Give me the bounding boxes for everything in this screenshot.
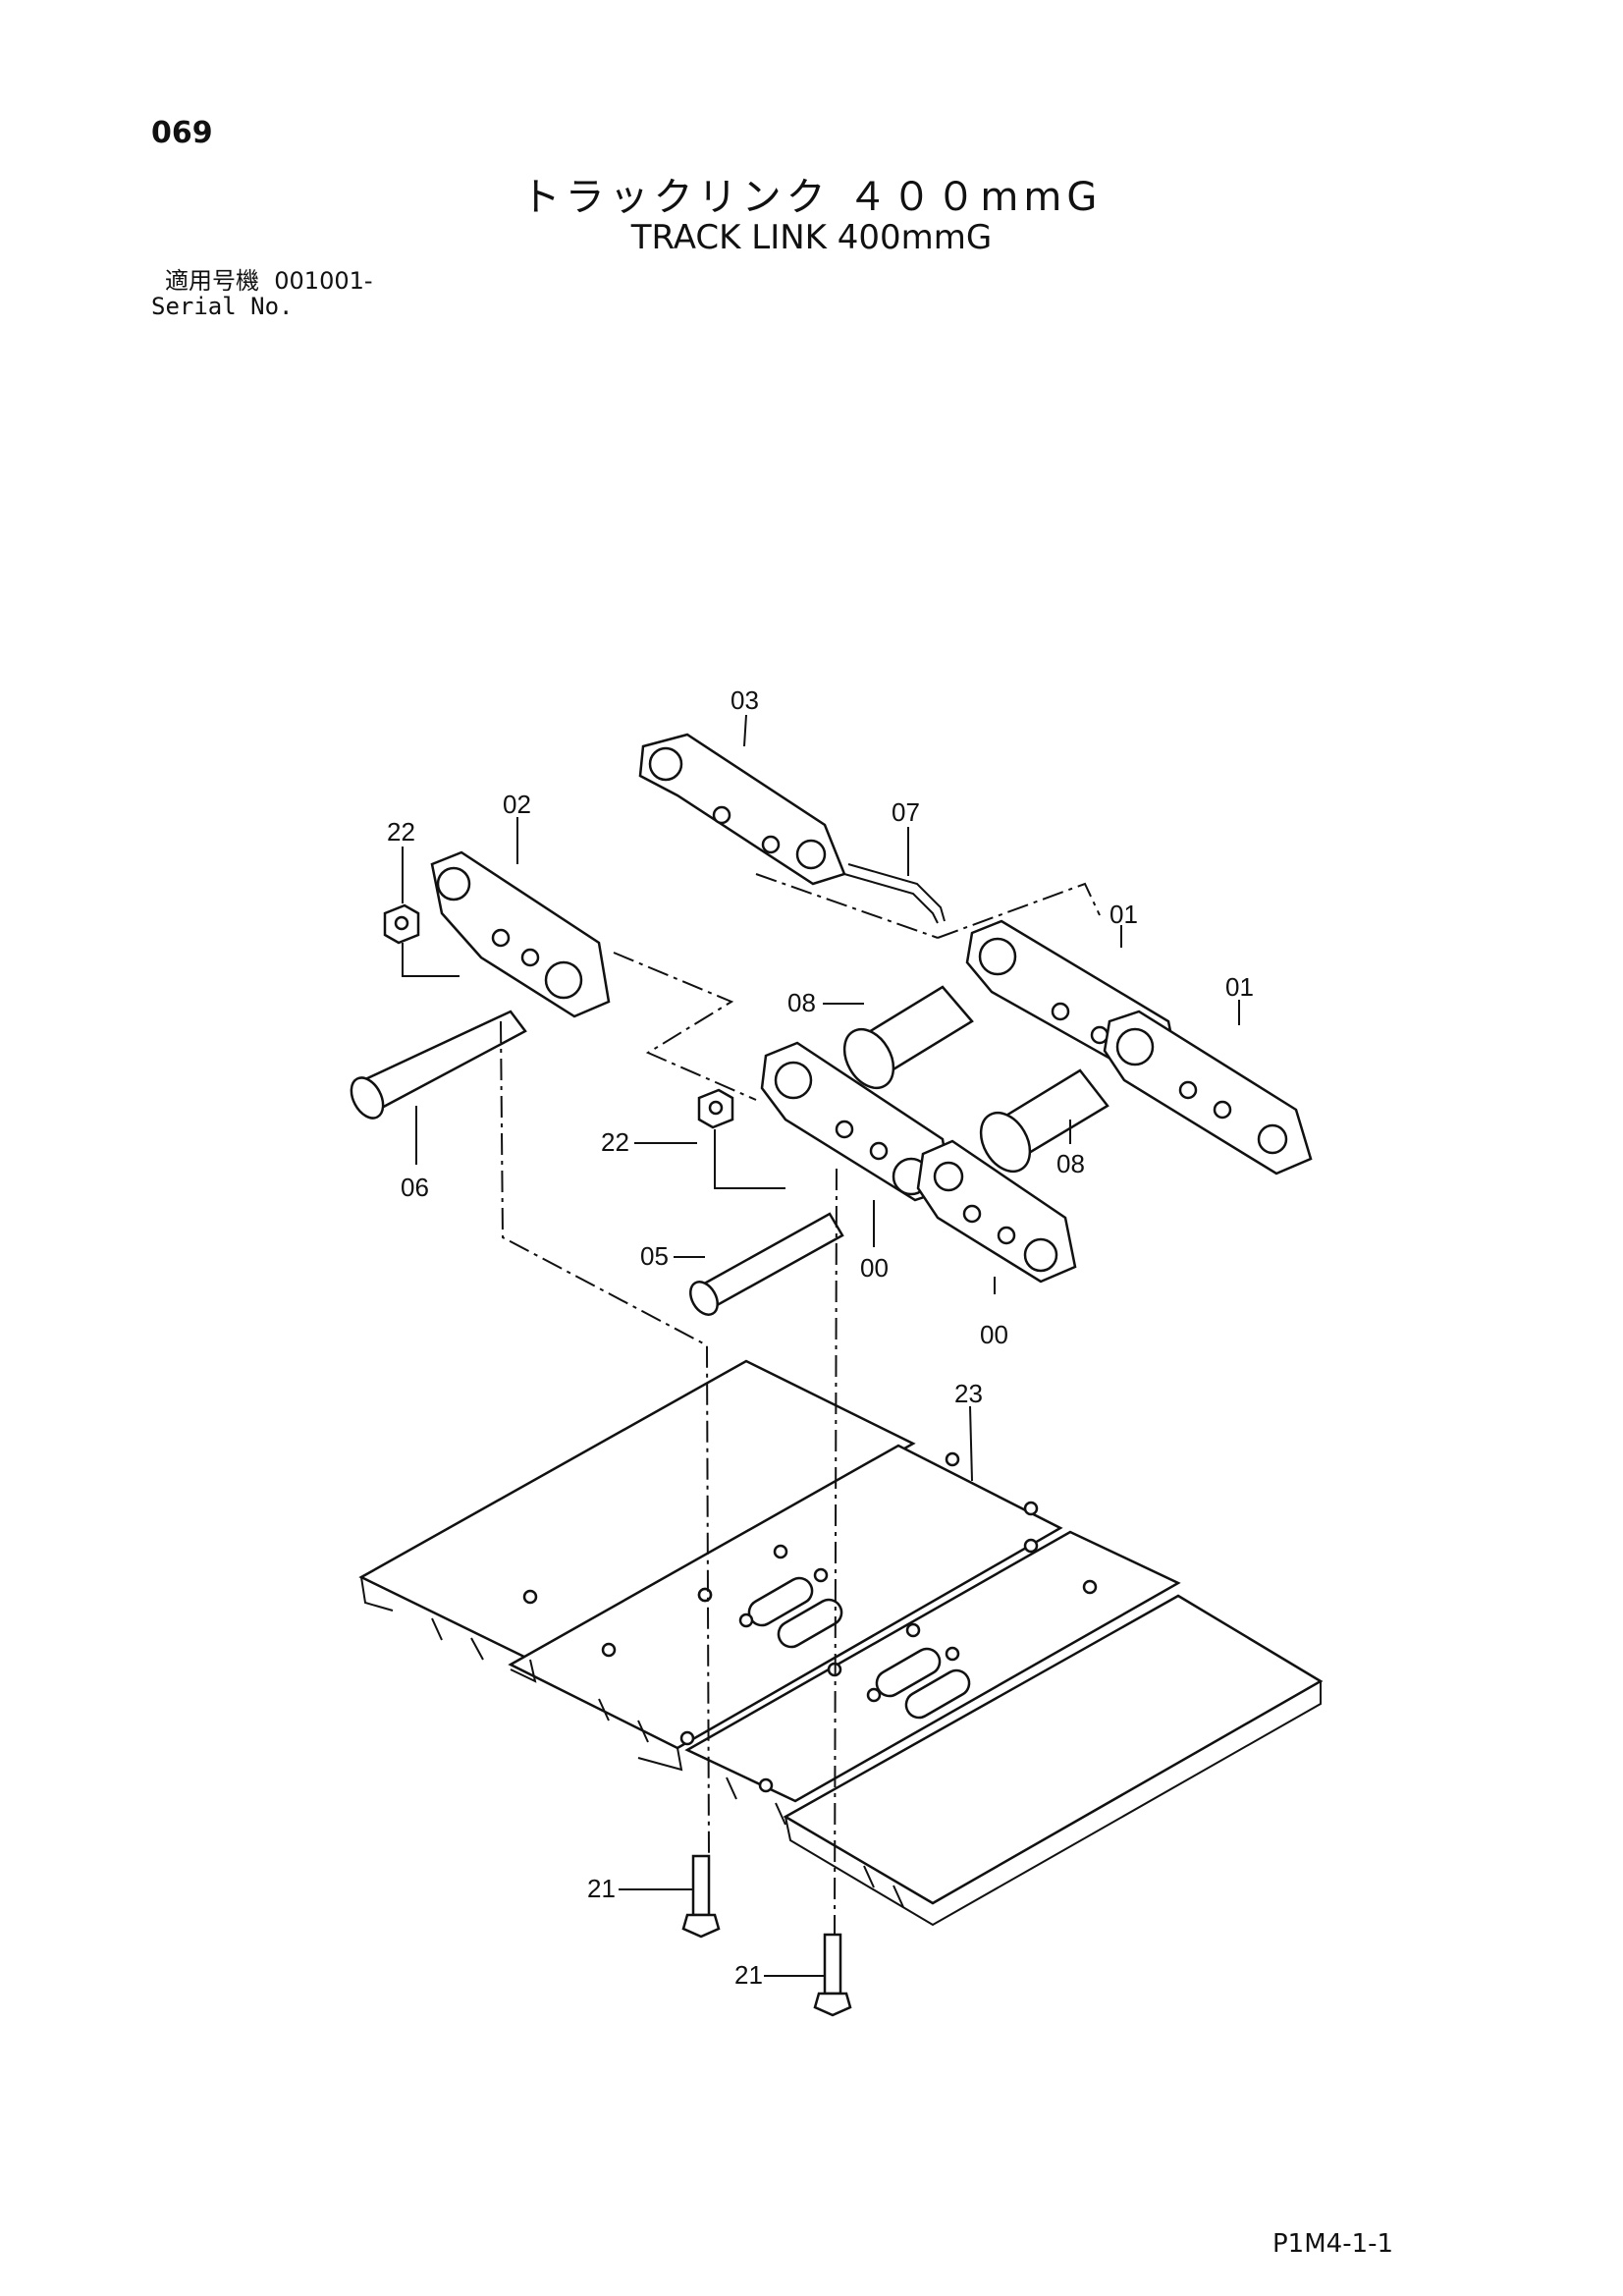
callout-07: 07	[892, 797, 920, 827]
serial-value: 001001-	[274, 267, 373, 295]
callout-22-lower: 22	[601, 1127, 629, 1157]
callout-labels: 03 02 22 07 01 01 08 08 22 06 05 00 00 2…	[387, 685, 1254, 1990]
callout-02: 02	[503, 790, 531, 819]
callout-00-center: 00	[860, 1253, 889, 1283]
page-title-jp: トラックリンク ４００mmG	[520, 175, 1103, 220]
bolt-21-left	[681, 1854, 721, 1939]
track-link-02	[430, 850, 611, 1018]
pin-06	[350, 1010, 527, 1120]
callout-06: 06	[401, 1173, 429, 1202]
serial-label-jp: 適用号機 001001-	[165, 261, 373, 296]
callout-05: 05	[640, 1241, 669, 1271]
callout-03: 03	[730, 685, 759, 715]
callout-22-upper: 22	[387, 817, 415, 847]
page-number: 069	[151, 116, 213, 150]
bolt-21-right	[813, 1933, 852, 2017]
pin-05	[689, 1212, 844, 1316]
callout-01-lower: 01	[1225, 972, 1254, 1002]
callout-23: 23	[954, 1379, 983, 1408]
track-shoe-rear	[358, 1359, 916, 1662]
track-shoe-assembly	[358, 1359, 1324, 1927]
callout-00-front: 00	[980, 1320, 1008, 1349]
nut-22-upper	[383, 903, 420, 945]
nut-22-lower	[697, 1088, 734, 1129]
callout-21-left: 21	[587, 1874, 616, 1903]
page-title-en: TRACK LINK 400mmG	[630, 218, 993, 257]
bushing-08-lower	[979, 1068, 1109, 1174]
leader-lines	[402, 714, 1240, 1977]
callout-01-upper: 01	[1109, 900, 1138, 929]
track-link-01-lower	[1103, 1010, 1313, 1175]
callout-08-lower: 08	[1056, 1149, 1085, 1178]
page-footer-code: P1M4-1-1	[1272, 2229, 1394, 2259]
master-pin-07	[843, 863, 946, 924]
track-link-03	[638, 733, 846, 886]
track-link-00-front	[916, 1139, 1077, 1284]
serial-label-en: Serial No.	[151, 293, 294, 320]
assembly-guide-lines	[402, 873, 1101, 1936]
callout-21-right: 21	[734, 1960, 763, 1990]
callout-08-upper: 08	[787, 988, 816, 1017]
bushing-08-upper	[842, 985, 974, 1090]
serial-label-jp-text: 適用号機	[165, 267, 259, 295]
